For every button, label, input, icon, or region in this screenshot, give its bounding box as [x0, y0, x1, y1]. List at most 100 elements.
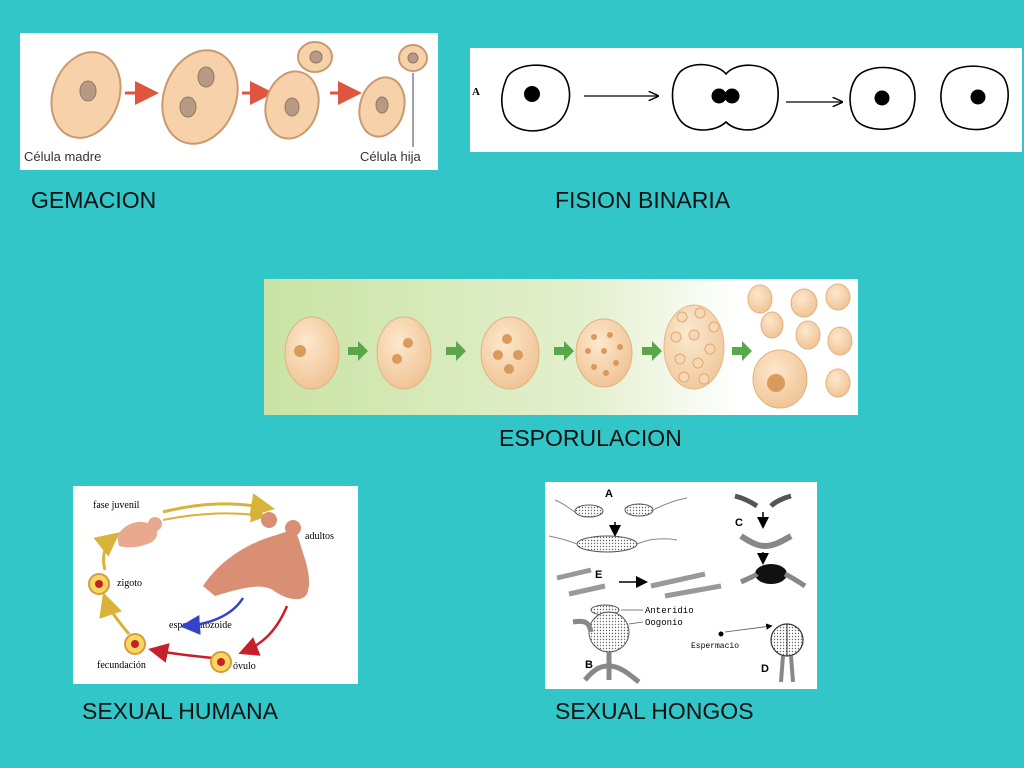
nucleus-1 [524, 86, 540, 102]
daughter-nucleus [407, 52, 419, 64]
hypha-zygo [739, 571, 807, 589]
caption-fision: FISION BINARIA [555, 187, 731, 213]
label-mother: Célula madre [24, 149, 101, 164]
spore-stage-3-nucleus-a [502, 334, 512, 344]
hypha-a-left [554, 499, 576, 513]
hypha-e3 [650, 571, 706, 589]
fusion-c [739, 533, 793, 550]
hypha-c-left [734, 493, 759, 509]
label-b: B [585, 659, 593, 671]
esporulacion-diagram [264, 279, 858, 415]
hongos-svg: A C E B D Anteridio Oogonio [548, 488, 807, 684]
green-arrow-3 [554, 341, 574, 361]
espermacio-dot [718, 631, 724, 637]
gametangium-a1 [574, 504, 604, 518]
bud-nucleus [309, 50, 323, 64]
budding-nucleus [284, 97, 300, 117]
arrow-zigoto-to-juvenil [93, 532, 120, 571]
spore-stage-3 [480, 316, 540, 390]
spore-stage-1 [284, 316, 340, 390]
gemacion-diagram: Célula madre Célula hija [20, 33, 438, 170]
label-espermatozoide: espermatozoide [169, 620, 232, 631]
hypha-fused-right [636, 538, 678, 545]
spore-stage-2-nucleus-b [392, 354, 402, 364]
fecundacion-core [131, 640, 139, 648]
green-arrow-1 [348, 341, 368, 361]
esporulacion-svg [264, 279, 858, 415]
gemacion-svg: Célula madre Célula hija [24, 41, 428, 164]
label-fase-juvenil: fase juvenil [93, 500, 140, 511]
spore-stage-3-nucleus-c [513, 350, 523, 360]
adult-head-1 [261, 512, 277, 528]
green-arrow-2 [446, 341, 466, 361]
spore-stage-3-nucleus-b [493, 350, 503, 360]
caption-hongos: SEXUAL HONGOS [555, 698, 754, 724]
hypha-a-right [652, 497, 688, 511]
zygospore-c [755, 564, 787, 584]
child-figure [117, 521, 158, 548]
hypha-fused-left [548, 535, 578, 545]
hongos-diagram: A C E B D Anteridio Oogonio [545, 482, 817, 689]
hypha-b [572, 618, 641, 684]
label-fecundacion: fecundación [97, 660, 146, 671]
label-espermacio: Espermacio [691, 642, 739, 651]
caption-gemacion: GEMACION [31, 187, 157, 213]
arrow-fecundacion-to-zigoto [99, 592, 131, 635]
pointer-espermacio [724, 623, 773, 633]
spore-stage-2-nucleus-a [403, 338, 413, 348]
zigoto-core [95, 580, 103, 588]
nucleus-a [197, 66, 215, 88]
fused-gametangia [576, 535, 638, 553]
cell-2 [849, 66, 916, 131]
arrow-juvenil-to-adultos-2 [162, 506, 267, 523]
green-arrow-5 [732, 341, 752, 361]
label-e: E [595, 569, 602, 581]
cell-1 [501, 64, 571, 132]
fision-svg: A [472, 63, 1009, 132]
green-arrow-4 [642, 341, 662, 361]
label-oogonio: Oogonio [645, 618, 683, 628]
arrow-ovulo-to-fecundacion [148, 643, 214, 663]
cell-dividing [671, 63, 779, 131]
spore-stage-2 [376, 316, 432, 390]
hypha-e4 [664, 583, 722, 599]
spore-stage-3-nucleus-d [504, 364, 514, 374]
hypha-e1 [556, 567, 592, 581]
nucleus-b [179, 96, 197, 118]
caption-esporulacion: ESPORULACION [499, 425, 682, 451]
gametangium-a2 [624, 503, 654, 517]
mother-nucleus [79, 80, 97, 102]
dividing-cell [161, 49, 239, 145]
oogonio [588, 611, 630, 653]
hypha-c-right [769, 493, 792, 508]
adult-head-2 [285, 520, 301, 536]
ovulo-core [217, 658, 225, 666]
label-daughter: Célula hija [360, 149, 421, 164]
label-anteridio: Anteridio [645, 606, 694, 616]
spore-stage-1-nucleus [294, 345, 306, 357]
released-spores [747, 283, 853, 398]
label-zigoto: zigoto [117, 578, 142, 589]
label-adultos: adultos [305, 531, 334, 542]
adult-figures [203, 531, 310, 600]
fision-diagram: A [470, 48, 1022, 152]
arrow-juvenil-to-adultos [162, 493, 275, 517]
caption-humana: SEXUAL HUMANA [82, 698, 278, 724]
hypha-e2 [568, 583, 606, 597]
nucleus-2 [874, 90, 890, 106]
spore-stage-4-nuclei [585, 332, 623, 376]
panel-letter-a: A [472, 86, 480, 98]
humana-svg: fase juvenil adultos zigoto espermatozoi… [88, 493, 334, 673]
nucleus-dividing-a [711, 88, 727, 104]
label-d: D [761, 663, 769, 675]
child-head [148, 517, 162, 531]
arrow-adultos-to-espermatozoide [180, 597, 245, 635]
hypha-d [779, 655, 795, 683]
label-c: C [735, 517, 743, 529]
separated-nucleus [375, 96, 389, 114]
arrow-adultos-to-ovulo [238, 605, 289, 656]
label-ovulo: óvulo [233, 661, 256, 672]
spore-stage-5-spores [670, 307, 720, 385]
nucleus-3 [970, 89, 986, 105]
pointer-oogonio [628, 621, 644, 625]
